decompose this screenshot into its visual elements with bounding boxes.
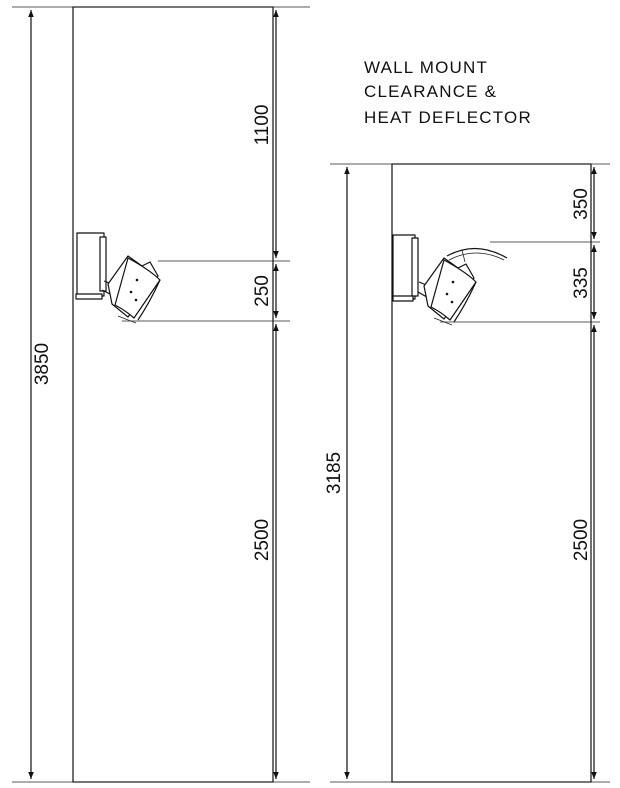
- heat-deflector-icon: [446, 247, 508, 259]
- right-heater-icon: [392, 234, 508, 326]
- right-top-clearance-label: 350: [571, 188, 592, 220]
- right-total-height-label: 3185: [324, 452, 345, 494]
- left-wall-diagram: 3850 1100 250 2500: [12, 6, 310, 783]
- title-line-2: CLEARANCE &: [364, 82, 497, 101]
- left-floor-clearance-label: 2500: [252, 519, 273, 561]
- diagram-title: WALL MOUNT CLEARANCE & HEAT DEFLECTOR: [364, 58, 532, 127]
- left-heater-icon: [75, 232, 161, 324]
- right-heater-height-label: 335: [571, 267, 592, 299]
- title-line-3: HEAT DEFLECTOR: [364, 108, 532, 127]
- title-line-1: WALL MOUNT: [364, 58, 488, 77]
- right-floor-clearance-label: 2500: [571, 519, 592, 561]
- right-wall-diagram: 3185 350 335 2500: [324, 163, 610, 783]
- left-top-clearance-label: 1100: [252, 105, 273, 146]
- right-wall: [391, 163, 592, 783]
- left-wall: [72, 6, 274, 783]
- left-total-height-label: 3850: [32, 343, 53, 385]
- left-heater-height-label: 250: [252, 275, 273, 307]
